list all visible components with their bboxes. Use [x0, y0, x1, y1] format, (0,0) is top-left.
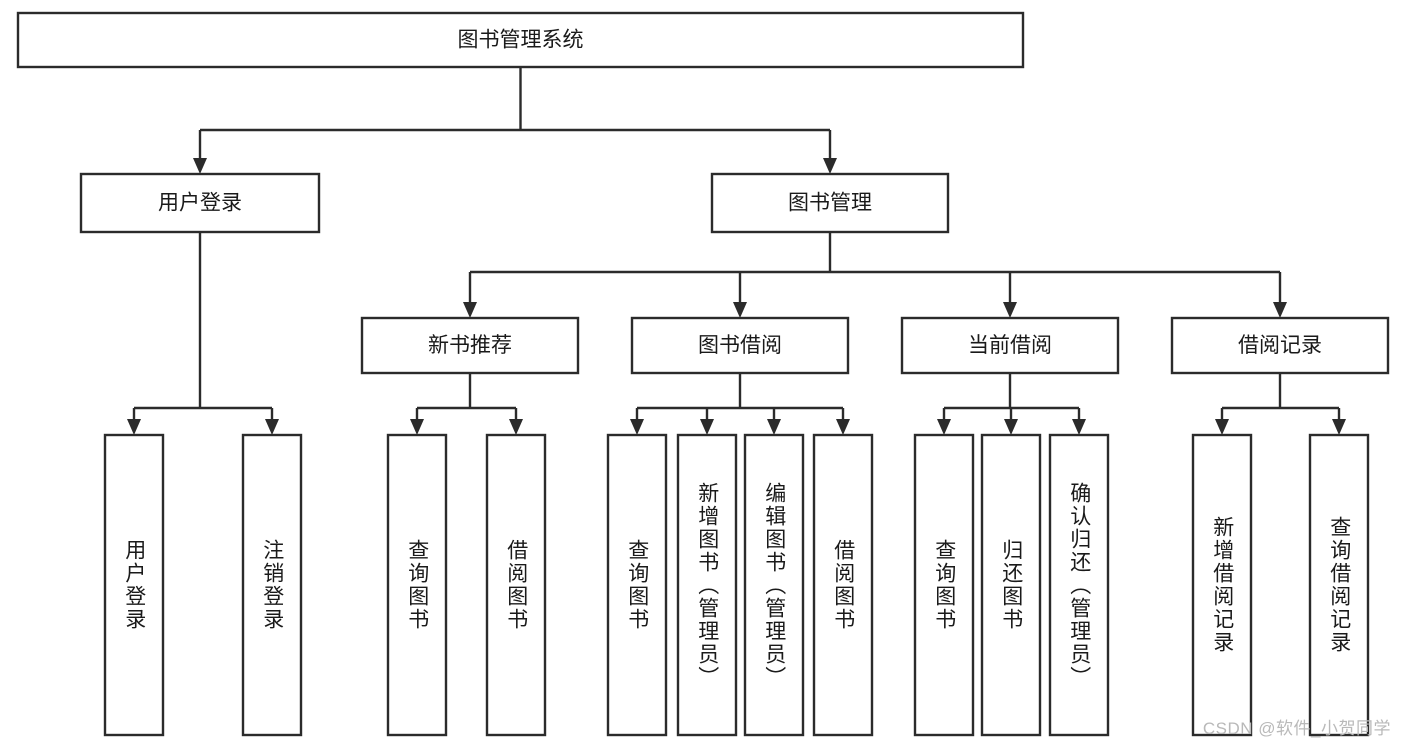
current-arrow-2	[1072, 419, 1086, 435]
node-新书推荐-l3[interactable]	[360, 316, 580, 375]
books-mgmt-arrow-2	[1003, 302, 1017, 318]
node-图书管理-l2-label: 图书管理	[788, 192, 872, 215]
csdn-watermark: CSDN @软件_小贺同学	[1202, 719, 1391, 738]
newbook-arrow-0	[410, 419, 424, 435]
node-新增借阅记录-leaf-11[interactable]	[1191, 433, 1253, 737]
node-借阅记录-l3-label: 借阅记录	[1238, 334, 1322, 357]
node-查询图书-leaf-2[interactable]	[386, 433, 448, 737]
node-借阅记录-l3[interactable]	[1170, 316, 1390, 375]
node-借阅图书-leaf-3[interactable]	[485, 433, 547, 737]
node-当前借阅-l3-label: 当前借阅	[968, 334, 1052, 357]
root-arrow-0	[193, 158, 207, 174]
connectors-layer	[127, 67, 1346, 435]
node-新增图书管理员-leaf-5[interactable]	[676, 433, 738, 737]
node-编辑图书管理员-leaf-6[interactable]	[743, 433, 805, 737]
node-图书管理系统-root-label: 图书管理系统	[458, 29, 584, 52]
node-确认归还管理员-leaf-10[interactable]	[1048, 433, 1110, 737]
node-归还图书-leaf-9[interactable]	[980, 433, 1042, 737]
node-查询图书-leaf-8[interactable]	[913, 433, 975, 737]
boxes-layer	[16, 11, 1390, 737]
node-借阅图书-leaf-7[interactable]	[812, 433, 874, 737]
login-arrow-0	[127, 419, 141, 435]
borrow-arrow-2	[767, 419, 781, 435]
newbook-arrow-1	[509, 419, 523, 435]
records-arrow-0	[1215, 419, 1229, 435]
borrow-arrow-0	[630, 419, 644, 435]
node-图书借阅-l3[interactable]	[630, 316, 850, 375]
node-查询图书-leaf-4[interactable]	[606, 433, 668, 737]
records-arrow-1	[1332, 419, 1346, 435]
login-arrow-1	[265, 419, 279, 435]
borrow-arrow-1	[700, 419, 714, 435]
books-mgmt-arrow-3	[1273, 302, 1287, 318]
node-新书推荐-l3-label: 新书推荐	[428, 334, 512, 357]
node-注销登录-leaf-1[interactable]	[241, 433, 303, 737]
current-arrow-0	[937, 419, 951, 435]
node-图书管理系统-root[interactable]	[16, 11, 1025, 69]
node-查询借阅记录-leaf-12[interactable]	[1308, 433, 1370, 737]
root-arrow-1	[823, 158, 837, 174]
node-图书借阅-l3-label: 图书借阅	[698, 334, 782, 357]
node-用户登录-leaf-0[interactable]	[103, 433, 165, 737]
borrow-arrow-3	[836, 419, 850, 435]
books-mgmt-arrow-0	[463, 302, 477, 318]
current-arrow-1	[1004, 419, 1018, 435]
node-图书管理-l2[interactable]	[710, 172, 950, 234]
node-用户登录-l2[interactable]	[79, 172, 321, 234]
books-mgmt-arrow-1	[733, 302, 747, 318]
node-当前借阅-l3[interactable]	[900, 316, 1120, 375]
node-用户登录-l2-label: 用户登录	[158, 192, 242, 215]
